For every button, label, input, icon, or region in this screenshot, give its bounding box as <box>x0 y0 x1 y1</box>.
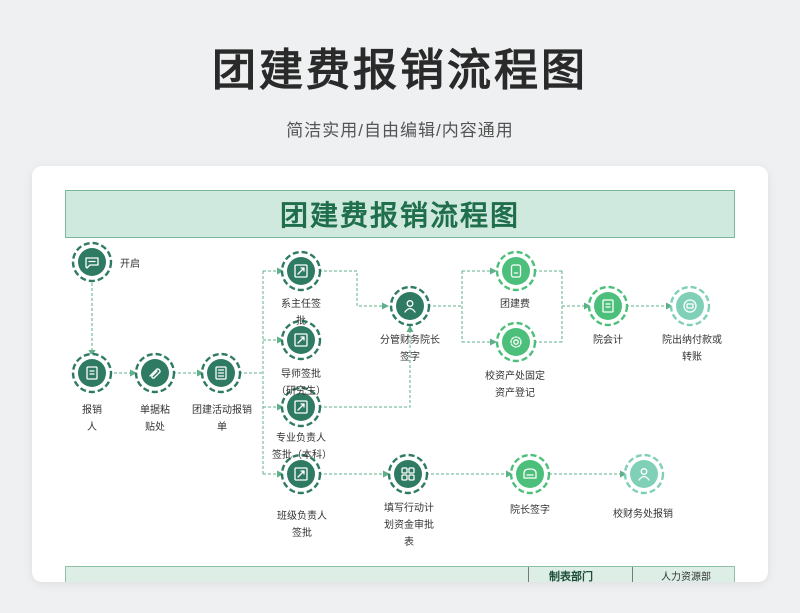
node-label-start: 开启 <box>120 259 140 270</box>
node-finance-office <box>623 453 665 495</box>
node-receipt <box>134 352 176 394</box>
node-label-supervisor: 导师签批（研究生） <box>276 369 326 397</box>
wallet-icon <box>510 264 522 278</box>
node-activity-form <box>200 352 242 394</box>
footer-value: 人力资源部 <box>661 572 711 582</box>
flow-connectors <box>88 267 673 478</box>
node-label-activity-form: 团建活动报销单 <box>192 405 252 433</box>
node-label-finance-office: 校财务处报销 <box>613 509 673 520</box>
node-core <box>516 460 544 488</box>
node-applicant <box>71 352 113 394</box>
connector-major-head-vice-dean <box>319 325 414 408</box>
node-start <box>71 241 113 283</box>
grid-icon <box>401 467 415 481</box>
node-team-fee <box>495 250 537 292</box>
connector-dept-head-vice-dean <box>319 270 389 310</box>
node-vice-dean <box>389 285 431 327</box>
sofa-icon <box>523 468 537 479</box>
node-core <box>78 359 106 387</box>
node-label-accountant: 院会计 <box>593 335 623 346</box>
node-label-applicant: 报销人 <box>82 405 102 433</box>
node-accountant <box>587 285 629 327</box>
node-label-dept-head: 系主任签批 <box>281 299 321 327</box>
user-icon <box>638 468 650 481</box>
node-label-plan-form: 填写行动计划资金审批表 <box>384 503 434 548</box>
node-plan-form <box>387 453 429 495</box>
node-label-class-head: 班级负责人签批 <box>277 511 327 539</box>
list-icon <box>215 366 227 380</box>
edit-icon <box>294 400 308 414</box>
node-core <box>502 328 530 356</box>
node-core <box>394 460 422 488</box>
node-label-vice-dean: 分管财务院长签字 <box>380 335 440 363</box>
paperclip-icon <box>149 368 161 379</box>
flowchart-header: 团建费报销流程图 <box>65 190 735 238</box>
edit-icon <box>294 333 308 347</box>
page-title: 团建费报销流程图 <box>212 46 588 95</box>
flowchart-card: 团建费报销流程图 <box>32 166 768 582</box>
edit-icon <box>294 467 308 481</box>
node-asset-register <box>495 321 537 363</box>
gear-icon <box>510 336 522 348</box>
node-cashier <box>669 285 711 327</box>
node-class-head <box>280 453 322 495</box>
node-dept-head <box>280 250 322 292</box>
footer-bar: 制表部门 人力资源部 <box>65 566 735 582</box>
footer-divider-2 <box>632 567 633 582</box>
node-label-cashier: 院出纳付款或转账 <box>662 335 722 363</box>
node-core <box>594 292 622 320</box>
node-label-receipt: 单据粘贴处 <box>140 405 170 433</box>
page-subtitle: 简洁实用/自由编辑/内容通用 <box>286 121 514 140</box>
node-supervisor <box>280 319 322 361</box>
node-label-major-head: 专业负责人签批（本科） <box>272 433 332 461</box>
node-major-head <box>280 386 322 428</box>
flowchart-canvas <box>71 241 711 495</box>
document-icon <box>602 299 614 313</box>
edit-icon <box>294 264 308 278</box>
coin-icon <box>683 299 697 313</box>
document-icon <box>86 366 98 380</box>
node-dean <box>509 453 551 495</box>
node-core <box>676 292 704 320</box>
node-label-asset-register: 校资产处固定资产登记 <box>485 371 545 399</box>
node-core <box>502 257 530 285</box>
node-label-dean: 院长签字 <box>510 505 550 516</box>
node-label-team-fee: 团建费 <box>500 299 530 310</box>
user-icon <box>404 300 416 313</box>
footer-divider-1 <box>528 567 529 582</box>
chat-icon <box>85 257 99 269</box>
footer-key: 制表部门 <box>549 571 593 582</box>
